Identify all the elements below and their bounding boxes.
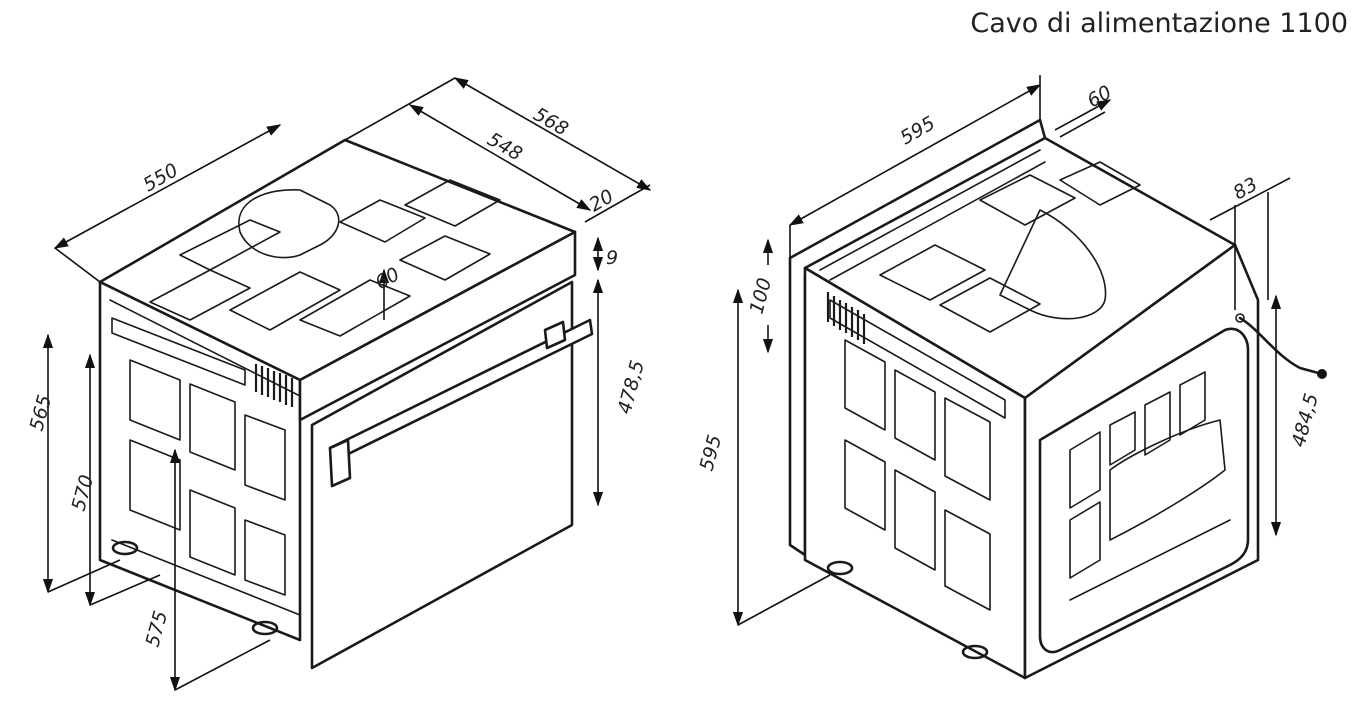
left-dimension-lines bbox=[42, 77, 652, 692]
right-vent-grille bbox=[826, 292, 866, 344]
dim-478-5: 478,5 bbox=[614, 358, 649, 416]
right-foot-1 bbox=[826, 560, 854, 576]
right-oven-view: 595 60 83 100 595 484,5 bbox=[696, 75, 1327, 680]
right-side-embossing bbox=[1038, 327, 1250, 654]
left-vent-grille bbox=[254, 364, 294, 407]
dim-595-side: 595 bbox=[696, 433, 727, 474]
dim-60-right: 60 bbox=[1084, 81, 1116, 112]
left-rear-embossing bbox=[111, 317, 301, 616]
cable-entry bbox=[1235, 313, 1245, 323]
right-foot-2 bbox=[961, 644, 989, 660]
dim-100: 100 bbox=[746, 276, 777, 317]
right-rear-embossing bbox=[829, 299, 1006, 611]
left-oven-handle bbox=[328, 318, 594, 488]
dim-565: 565 bbox=[26, 393, 57, 434]
left-foot-2 bbox=[251, 620, 279, 636]
dim-570: 570 bbox=[68, 473, 99, 514]
dim-595-top: 595 bbox=[897, 112, 939, 149]
left-oven-view: 568 548 550 20 9 60 565 570 575 478,5 bbox=[26, 77, 652, 692]
dim-83: 83 bbox=[1230, 173, 1262, 204]
power-cable-title: Cavo di alimentazione 1100 bbox=[970, 8, 1348, 39]
dim-9: 9 bbox=[606, 247, 618, 269]
right-dimension-lines bbox=[732, 75, 1291, 627]
dim-575: 575 bbox=[142, 609, 173, 650]
dim-568: 568 bbox=[530, 103, 572, 140]
left-oven-door bbox=[310, 280, 574, 670]
cable-plug-dot bbox=[1317, 369, 1327, 379]
dim-484-5: 484,5 bbox=[1288, 391, 1323, 449]
dim-20: 20 bbox=[586, 185, 618, 216]
left-oven-front-frame bbox=[298, 230, 577, 422]
left-foot-1 bbox=[111, 540, 139, 556]
